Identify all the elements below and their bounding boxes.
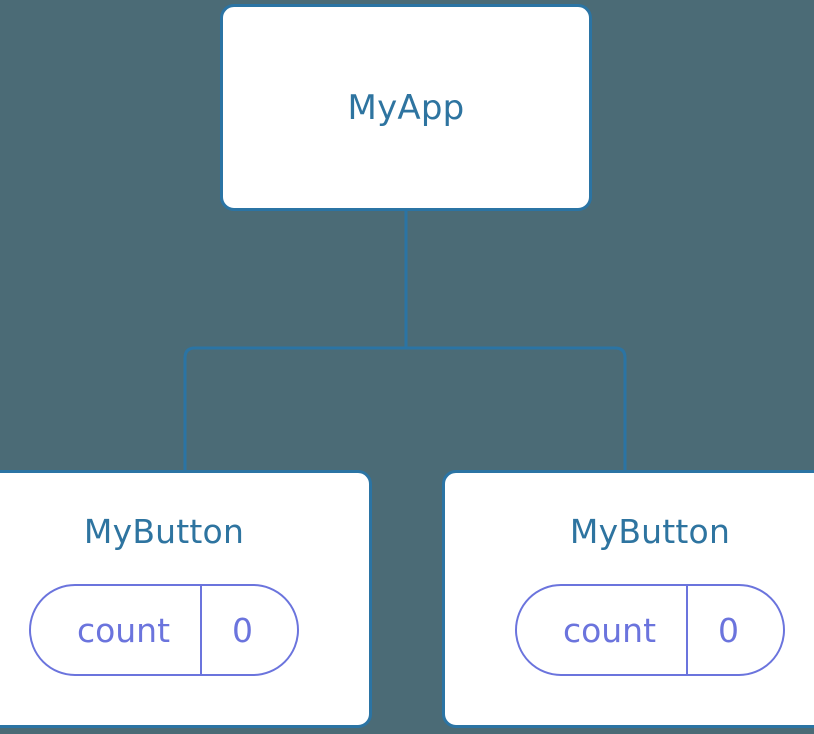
edge-root-to-child-1 [406, 346, 627, 474]
node-title: MyButton [83, 512, 245, 551]
node-title: MyButton [569, 512, 731, 551]
pill-divider [200, 586, 203, 674]
node-card-myapp[interactable]: MyApp [220, 4, 592, 211]
edge-root-to-child-0 [183, 346, 406, 474]
state-pill[interactable]: count 0 [514, 584, 786, 676]
state-key: count [76, 610, 171, 650]
pill-divider [686, 586, 689, 674]
node-card-mybutton-0[interactable]: MyButton count 0 [0, 470, 372, 728]
node-title: MyApp [347, 87, 465, 128]
state-key: count [562, 610, 657, 650]
state-value: 0 [232, 610, 254, 650]
state-value: 0 [718, 610, 740, 650]
state-pill[interactable]: count 0 [28, 584, 300, 676]
node-card-mybutton-1[interactable]: MyButton count 0 [442, 470, 814, 728]
